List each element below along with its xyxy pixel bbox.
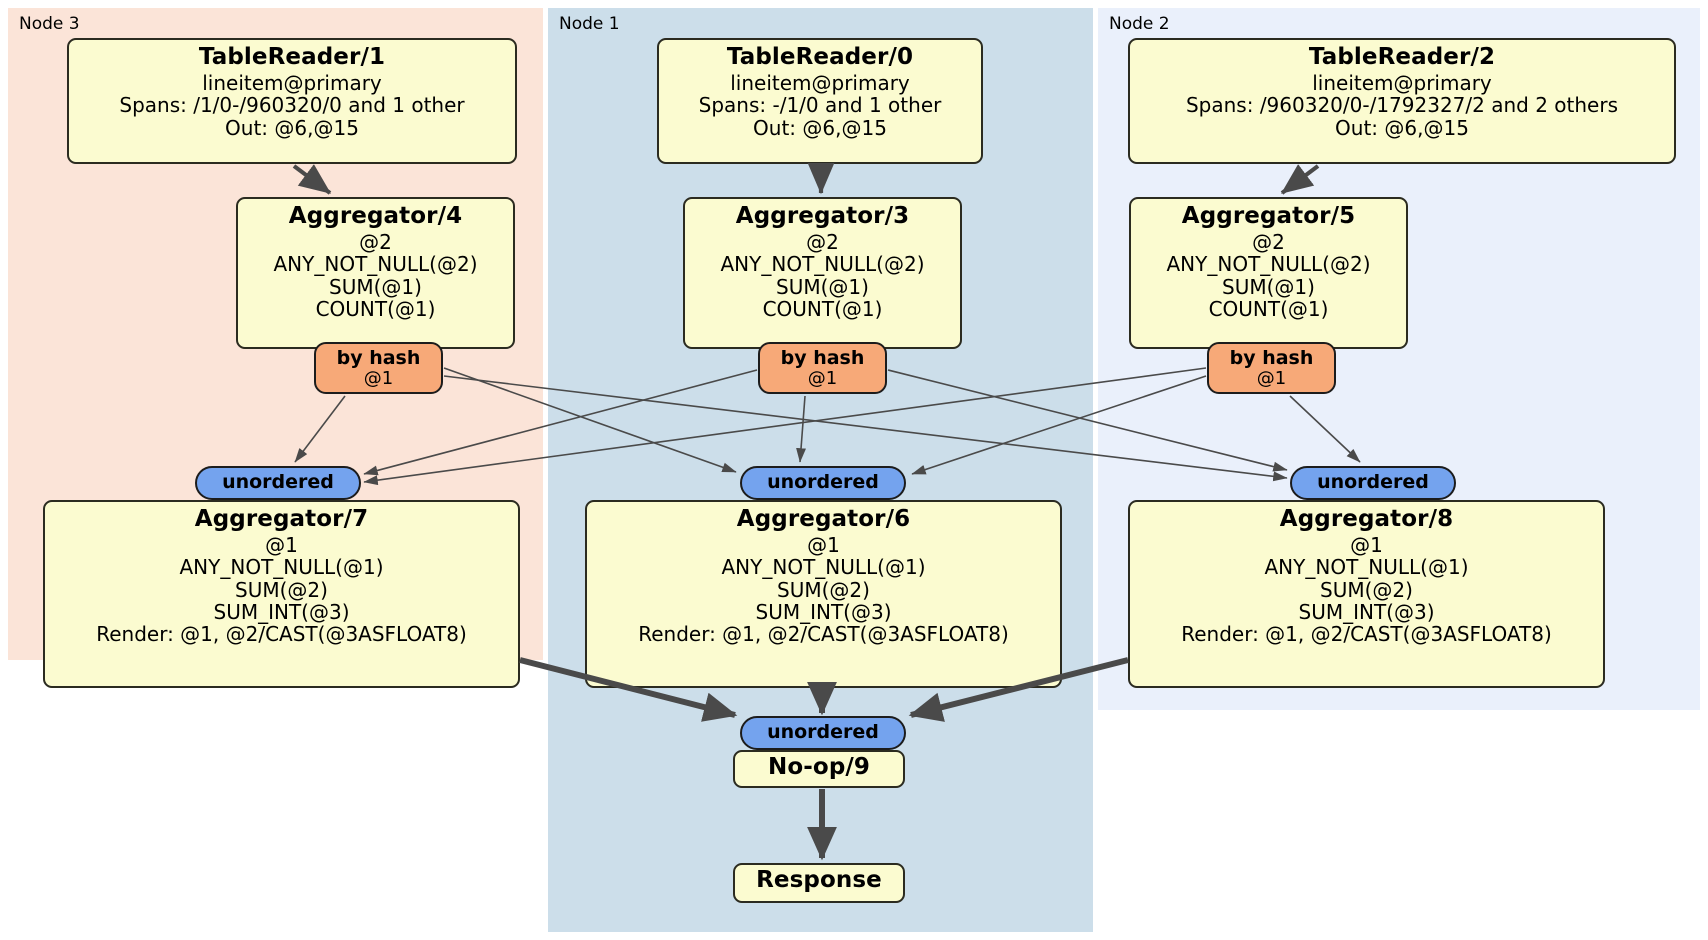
processor-detail-1: ANY_NOT_NULL(@2) (1166, 252, 1371, 277)
processor-detail-0: @1 (265, 532, 298, 557)
processor-title: Aggregator/3 (735, 203, 910, 229)
router-label: by hash (336, 347, 421, 369)
router-sublabel: @1 (807, 367, 838, 389)
processor-title: TableReader/2 (1308, 44, 1496, 70)
processor-detail-1: ANY_NOT_NULL(@2) (720, 252, 925, 277)
router-unord8[interactable]: unordered (1290, 466, 1456, 500)
router-unord7[interactable]: unordered (195, 466, 361, 500)
router-label: unordered (222, 471, 334, 493)
processor-detail-0: @1 (1350, 532, 1383, 557)
processor-title: Aggregator/8 (1279, 506, 1454, 532)
processor-detail-0: lineitem@primary (730, 70, 910, 95)
processor-detail-3: COUNT(@1) (315, 296, 436, 321)
processor-detail-1: ANY_NOT_NULL(@2) (273, 252, 478, 277)
processor-detail-2: SUM(@2) (1320, 577, 1413, 602)
router-sublabel: @1 (363, 367, 394, 389)
processor-response[interactable]: Response (733, 863, 905, 903)
processor-detail-1: Spans: -/1/0 and 1 other (698, 93, 942, 118)
router-label: unordered (1317, 471, 1429, 493)
processor-detail-0: @2 (359, 229, 392, 254)
processor-noop9[interactable]: No-op/9 (733, 750, 905, 788)
router-hash4[interactable]: by hash@1 (314, 342, 443, 394)
router-hash5[interactable]: by hash@1 (1207, 342, 1336, 394)
processor-title: TableReader/1 (198, 44, 386, 70)
processor-detail-2: SUM(@2) (235, 577, 328, 602)
router-unord9[interactable]: unordered (740, 716, 906, 750)
processor-detail-0: lineitem@primary (1312, 70, 1492, 95)
processor-title: No-op/9 (768, 754, 870, 780)
router-unord6[interactable]: unordered (740, 466, 906, 500)
router-label: unordered (767, 721, 879, 743)
processor-detail-3: SUM_INT(@3) (755, 599, 892, 624)
processor-detail-2: Out: @6,@15 (1335, 115, 1469, 140)
processor-detail-2: SUM(@1) (1222, 274, 1315, 299)
processor-title: Response (756, 867, 882, 893)
processor-detail-2: Out: @6,@15 (225, 115, 359, 140)
processor-detail-3: COUNT(@1) (1208, 296, 1329, 321)
processor-detail-1: ANY_NOT_NULL(@1) (179, 555, 384, 580)
processor-detail-3: SUM_INT(@3) (1298, 599, 1435, 624)
processor-detail-2: SUM(@2) (777, 577, 870, 602)
node-region-label-node2: Node 2 (1109, 14, 1170, 34)
processor-title: Aggregator/7 (194, 506, 369, 532)
processor-detail-1: Spans: /960320/0-/1792327/2 and 2 others (1185, 93, 1618, 118)
processor-detail-4: Render: @1, @2/CAST(@3ASFLOAT8) (638, 622, 1009, 647)
processor-detail-0: @2 (806, 229, 839, 254)
processor-detail-2: SUM(@1) (329, 274, 422, 299)
processor-detail-3: COUNT(@1) (762, 296, 883, 321)
processor-title: TableReader/0 (726, 44, 914, 70)
processor-detail-2: Out: @6,@15 (753, 115, 887, 140)
processor-detail-0: @2 (1252, 229, 1285, 254)
node-region-label-node3: Node 3 (19, 14, 80, 34)
router-hash3[interactable]: by hash@1 (758, 342, 887, 394)
processor-title: Aggregator/4 (288, 203, 463, 229)
processor-detail-1: Spans: /1/0-/960320/0 and 1 other (119, 93, 465, 118)
processor-detail-3: SUM_INT(@3) (213, 599, 350, 624)
processor-detail-2: SUM(@1) (776, 274, 869, 299)
processor-detail-1: ANY_NOT_NULL(@1) (1264, 555, 1469, 580)
processor-detail-4: Render: @1, @2/CAST(@3ASFLOAT8) (1181, 622, 1552, 647)
processor-detail-4: Render: @1, @2/CAST(@3ASFLOAT8) (96, 622, 467, 647)
processor-title: Aggregator/6 (736, 506, 911, 532)
router-label: by hash (780, 347, 865, 369)
processor-detail-1: ANY_NOT_NULL(@1) (721, 555, 926, 580)
processor-detail-0: @1 (807, 532, 840, 557)
router-label: by hash (1229, 347, 1314, 369)
processor-title: Aggregator/5 (1181, 203, 1356, 229)
router-sublabel: @1 (1256, 367, 1287, 389)
node-region-label-node1: Node 1 (559, 14, 620, 34)
processor-detail-0: lineitem@primary (202, 70, 382, 95)
router-label: unordered (767, 471, 879, 493)
